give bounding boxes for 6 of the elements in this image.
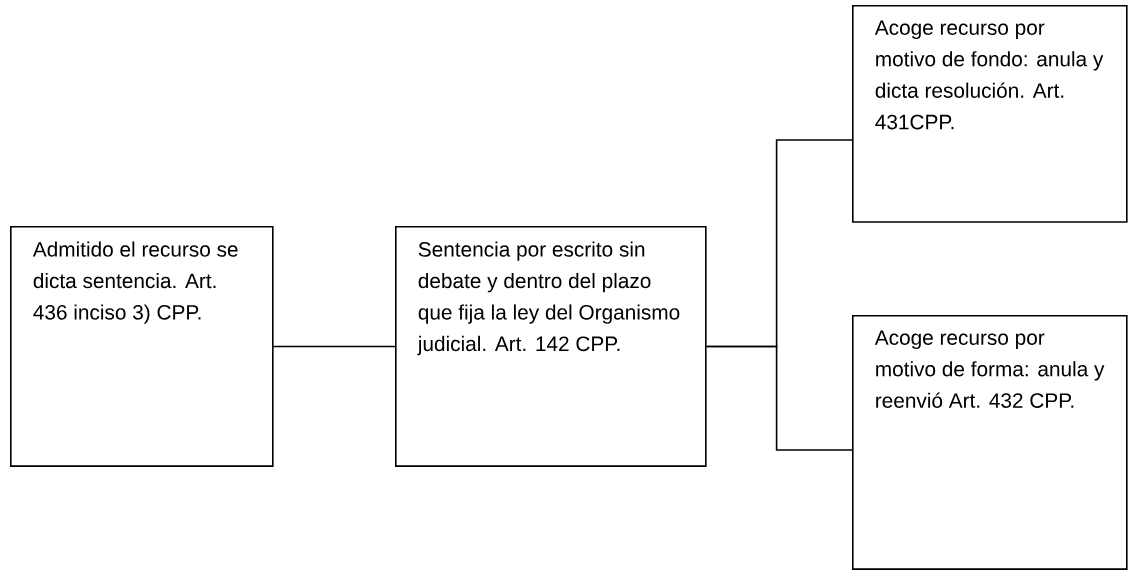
connector-line [272,345,396,348]
process-box: Sentencia por escrito sin debate y dentro del plazo que fija la ley del Organismo judicial. Art. 142 CPP. [395,226,707,467]
connector-line [705,345,853,451]
process-box: Acoge recurso por motivo de fondo: anula y dicta resolución. Art. 431CPP. [852,5,1128,223]
process-box: Acoge recurso por motivo de forma: anula y reenvió Art. 432 CPP. [852,315,1128,570]
process-box: Admitido el recurso se dicta sentencia. Art. 436 inciso 3) CPP. [10,226,274,467]
